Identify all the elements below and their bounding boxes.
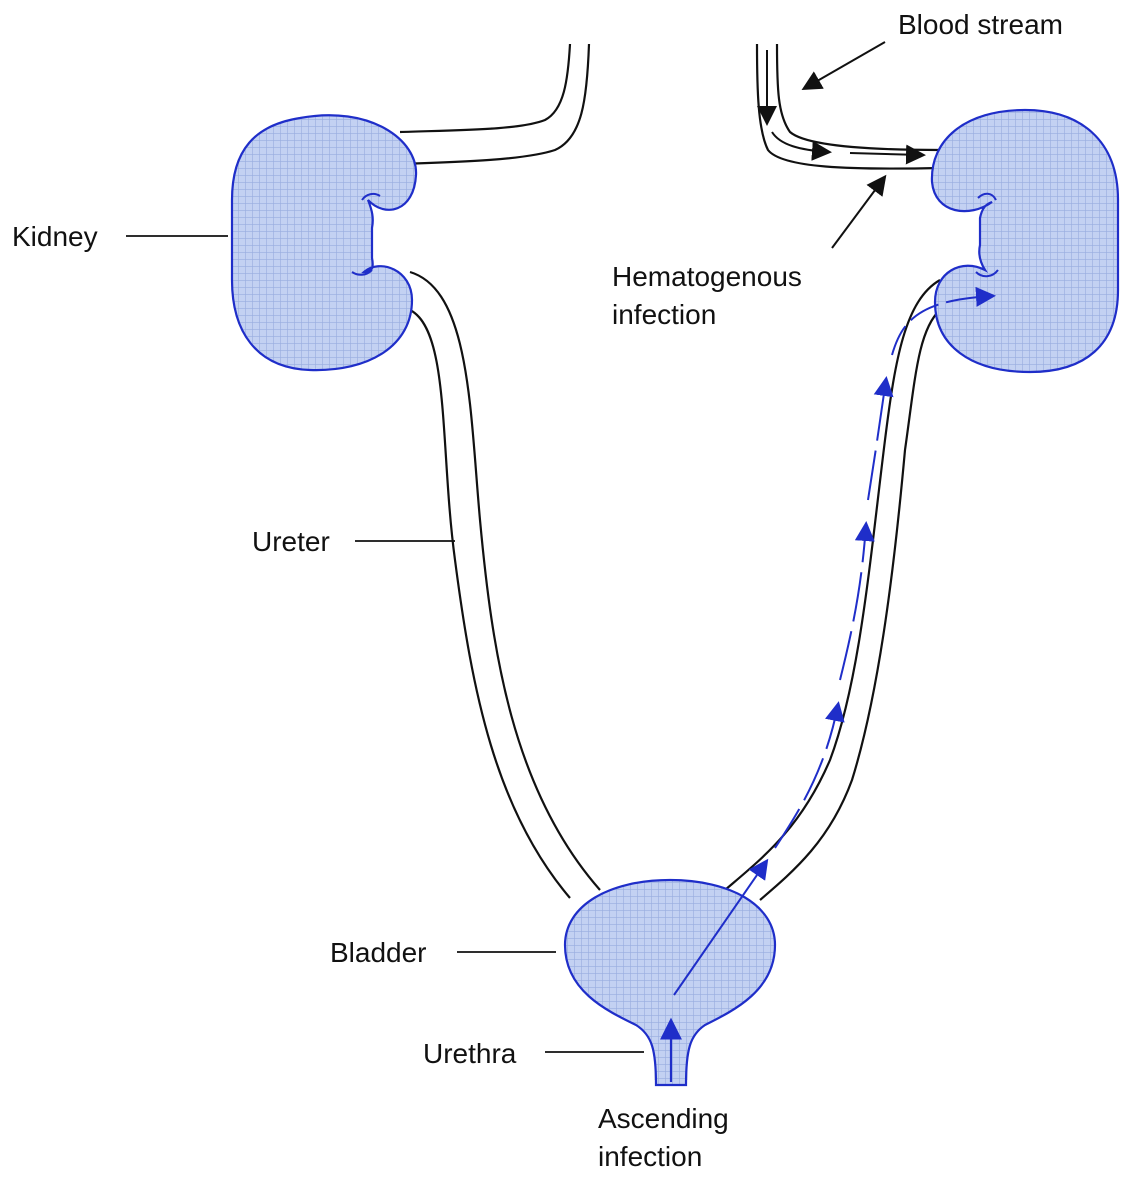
left-renal-vessel	[399, 43, 591, 166]
left-ureter	[409, 270, 601, 899]
hematogenous-label-line1: Hematogenous	[612, 261, 802, 292]
left-kidney-hilum-bottom	[351, 269, 373, 276]
bladder	[563, 878, 777, 1087]
blood-stream-arrows	[757, 41, 926, 249]
ureter-label: Ureter	[252, 526, 330, 557]
ascending-label-line1: Ascending	[598, 1103, 729, 1134]
left-kidney-hilum-top	[361, 192, 381, 201]
kidney-label: Kidney	[12, 221, 98, 252]
right-renal-vessel	[755, 43, 941, 170]
right-kidney-hilum-top	[977, 192, 997, 201]
right-kidney-hilum-bottom	[975, 269, 999, 278]
left-kidney	[230, 114, 418, 372]
right-ureter	[724, 279, 941, 901]
ascending-label-line2: infection	[598, 1141, 702, 1172]
right-kidney	[930, 108, 1120, 374]
ascending-infection-arrows	[660, 286, 996, 1082]
urethra-label: Urethra	[423, 1038, 517, 1069]
bladder-label: Bladder	[330, 937, 427, 968]
blood-stream-label: Blood stream	[898, 9, 1063, 40]
hematogenous-label-line2: infection	[612, 299, 716, 330]
